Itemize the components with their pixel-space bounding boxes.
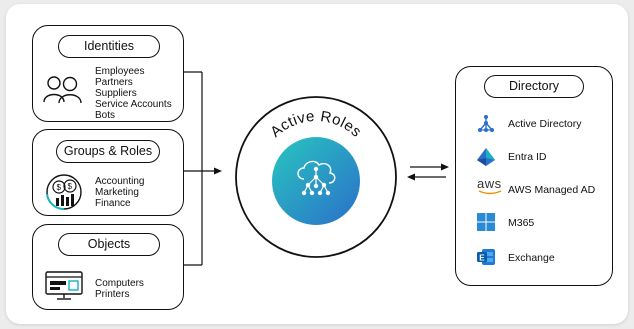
to-directory-arrowhead — [441, 163, 449, 171]
objects-list: Computers Printers — [95, 278, 144, 300]
center-arrowhead — [214, 167, 222, 175]
m365-label: M365 — [508, 217, 535, 229]
group-item: Finance — [95, 198, 131, 209]
groups-roles-list: Accounting Marketing Finance — [95, 176, 144, 209]
entra-id-icon — [476, 147, 496, 167]
identity-item: Partners — [95, 77, 133, 88]
active-directory-label: Active Directory — [508, 118, 582, 130]
people-icon — [42, 74, 84, 104]
object-item: Printers — [95, 289, 130, 300]
groups-roles-title: Groups & Roles — [56, 140, 160, 163]
chart-money-icon: $ $ — [44, 172, 84, 212]
aws-managed-ad-label: AWS Managed AD — [508, 184, 596, 196]
identity-item: Service Accounts — [95, 99, 172, 110]
from-directory-arrowhead — [407, 173, 415, 181]
identity-item: Suppliers — [95, 88, 137, 99]
directory-title: Directory — [484, 75, 584, 98]
identities-title: Identities — [58, 35, 160, 58]
active-directory-icon — [476, 114, 496, 134]
cloud-network-icon — [290, 155, 342, 205]
exchange-icon: E — [476, 247, 496, 267]
objects-title: Objects — [58, 233, 160, 256]
directory-box — [455, 66, 613, 286]
exchange-label: Exchange — [508, 252, 555, 264]
aws-logo-text: aws — [477, 176, 502, 191]
object-item: Computers — [95, 278, 144, 289]
identity-item: Bots — [95, 110, 116, 121]
identities-list: Employees Partners Suppliers Service Acc… — [95, 66, 172, 121]
svg-text:E: E — [479, 253, 485, 262]
aws-icon: aws — [477, 177, 505, 197]
entra-id-label: Entra ID — [508, 151, 547, 163]
identity-item: Employees — [95, 66, 145, 77]
group-item: Marketing — [95, 187, 139, 198]
computer-printer-icon — [45, 271, 85, 301]
svg-text:$: $ — [68, 182, 73, 191]
svg-text:$: $ — [57, 183, 62, 192]
windows-icon — [476, 212, 496, 232]
group-item: Accounting — [95, 176, 145, 187]
